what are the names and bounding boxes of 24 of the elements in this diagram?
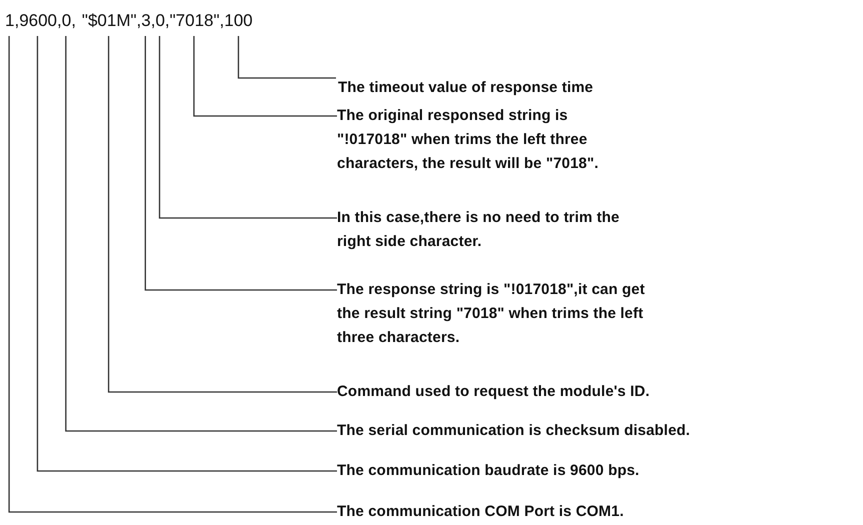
parameter-description: The response string is "!017018",it can get the result string "7018" when trims the left three characters. [337, 278, 647, 350]
parameter-value: 0, [62, 10, 76, 32]
leader-line [144, 36, 337, 291]
parameter-value: "7018", [170, 10, 224, 32]
parameter-description: In this case,there is no need to trim the right side character. [337, 206, 657, 254]
parameter-value: 3, [141, 10, 156, 32]
leader-line [36, 36, 337, 472]
parameter-value: "$01M", [82, 10, 142, 32]
parameter-description: The serial communication is checksum disabled. [337, 419, 857, 443]
leader-line [65, 36, 337, 432]
parameter-description: The timeout value of response time [338, 76, 758, 100]
parameter-description: Command used to request the module's ID. [337, 380, 837, 404]
parameter-description: The communication baudrate is 9600 bps. [337, 459, 837, 483]
parameter-value: 100 [224, 10, 253, 32]
leader-line [108, 36, 337, 393]
parameter-description: The communication COM Port is COM1. [337, 500, 837, 524]
parameter-value: 0, [155, 10, 170, 32]
leader-line [8, 36, 337, 513]
parameter-value: 1, [5, 10, 20, 32]
leader-line [238, 36, 336, 79]
parameter-description: The original responsed string is "!017018" when trims the left three characters, the result will be "7018". [337, 104, 637, 176]
leader-line [158, 36, 337, 219]
leader-line [193, 36, 337, 117]
parameter-value: 9600, [19, 10, 62, 32]
